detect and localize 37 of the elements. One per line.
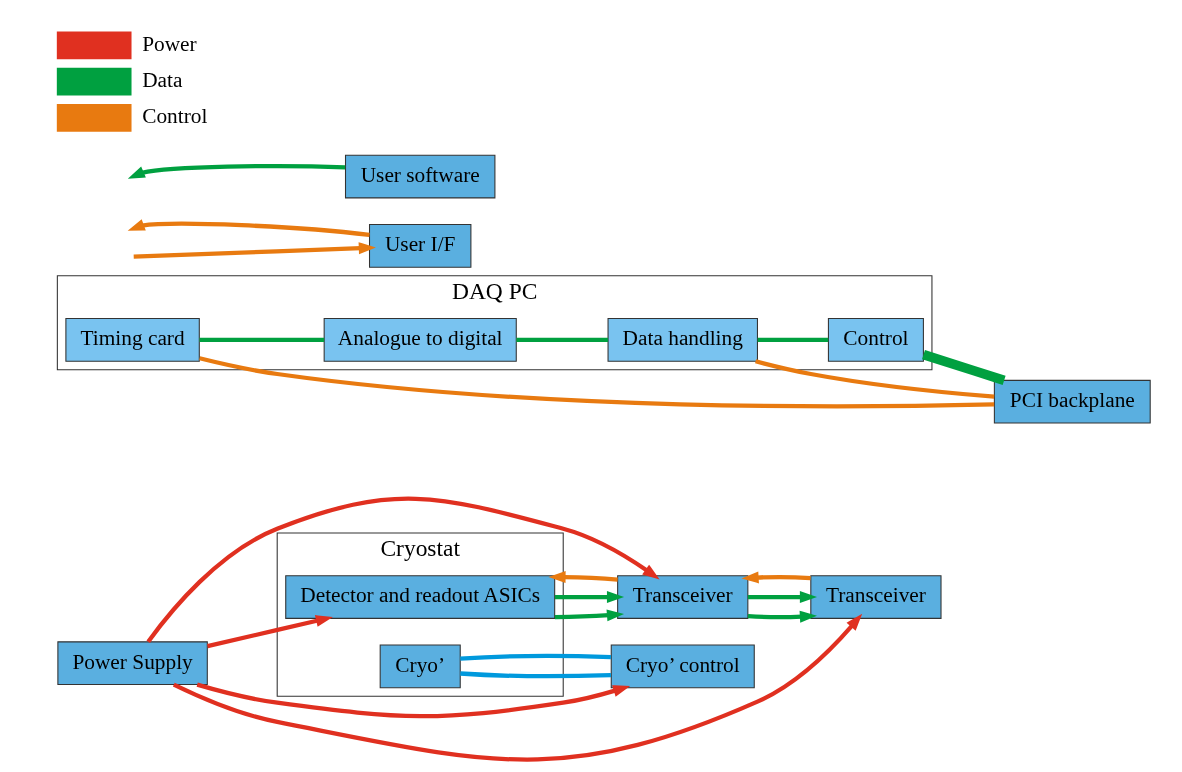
arrow [127, 163, 345, 179]
arrow [747, 590, 817, 603]
node-box: User I/F [368, 223, 471, 268]
node-box: Cryo’ control [610, 644, 755, 688]
node-box: Transceiver [616, 574, 748, 619]
node-box: Power Supply [56, 640, 208, 685]
connector [459, 653, 611, 661]
arrow [747, 610, 817, 623]
node-box: Data handling [607, 317, 758, 362]
legend-label: Data [141, 67, 182, 92]
connector [921, 349, 1006, 385]
arrow [206, 614, 333, 648]
arrow [146, 496, 660, 643]
connector [199, 337, 324, 342]
arrow [547, 570, 618, 583]
arrow [554, 608, 624, 621]
legend-label: Power [141, 31, 197, 56]
node-box: Transceiver [809, 574, 942, 619]
arrow [127, 218, 370, 237]
connector [754, 358, 994, 399]
node-box: PCI backplane [993, 379, 1151, 424]
node-box: User software [344, 154, 495, 198]
legend-label: Control [141, 103, 207, 128]
node-box: Detector and readout ASICs [284, 574, 555, 619]
arrow [554, 590, 624, 603]
arrow [196, 682, 630, 718]
connector [198, 355, 994, 408]
node-box: Cryo’ [379, 644, 461, 688]
node-box: Timing card [64, 317, 200, 362]
arrow [133, 241, 376, 259]
node-box: Analogue to digital [323, 317, 517, 362]
connector [757, 337, 828, 342]
arrow [741, 570, 811, 583]
connector [459, 670, 611, 678]
connector [515, 337, 608, 342]
node-box: Control [827, 317, 924, 362]
arrow [172, 613, 862, 762]
